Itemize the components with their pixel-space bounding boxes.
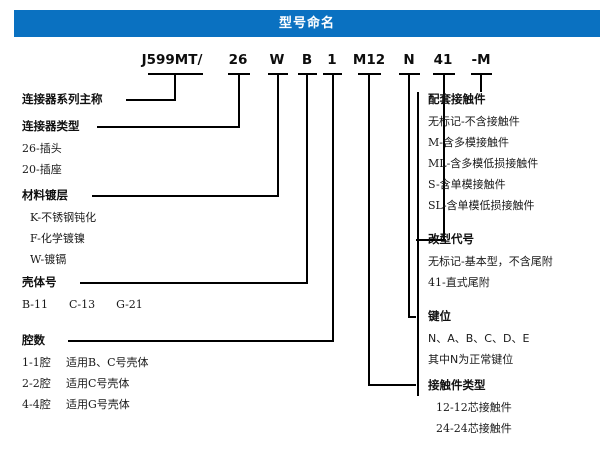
- right-block-contacts-line-0: 无标记-不含接触件: [428, 115, 520, 128]
- left-block-cavity-row-0: 1-1腔 适用B、C号壳体: [22, 352, 149, 373]
- cavity-code-2: 4-4腔: [22, 398, 51, 411]
- page-title: 型号命名: [278, 16, 335, 31]
- right-block-contacts-line-3: S-含单模接触件: [428, 178, 506, 191]
- right-block-variant-line-1: 41-直式尾附: [428, 276, 490, 289]
- left-block-plating: 材料镀层 K-不锈钢钝化 F-化学镀镍 W-镀镉: [22, 188, 96, 270]
- left-block-type-line-0: 26-插头: [22, 142, 62, 155]
- cavity-desc-0: 适用B、C号壳体: [66, 356, 149, 369]
- cavity-code-0: 1-1腔: [22, 356, 51, 369]
- code-segment-8: -M: [471, 52, 491, 68]
- right-block-contact-type-line-1: 24-24芯接触件: [436, 422, 512, 435]
- right-block-contact-type-heading: 接触件类型: [428, 378, 486, 392]
- code-segment-0: J599MT/: [141, 52, 203, 68]
- right-block-contact-type-line-0: 12-12芯接触件: [436, 401, 512, 414]
- code-segment-4: 1: [327, 52, 337, 68]
- left-block-shell-codes: B-11 C-13 G-21: [22, 298, 143, 311]
- left-block-plating-heading: 材料镀层: [22, 188, 68, 202]
- code-segment-3: B: [301, 52, 313, 68]
- left-block-type: 连接器类型 26-插头 20-插座: [22, 119, 80, 180]
- left-block-cavity-row-2: 4-4腔 适用G号壳体: [22, 394, 149, 415]
- right-block-contacts-heading: 配套接触件: [428, 92, 486, 106]
- left-block-cavity: 腔数 1-1腔 适用B、C号壳体 2-2腔 适用C号壳体 4-4腔 适用G号壳体: [22, 333, 149, 415]
- code-segment-7: 41: [433, 52, 453, 68]
- right-block-keying-heading: 键位: [428, 309, 451, 323]
- left-block-series: 连接器系列主称: [22, 92, 103, 106]
- right-block-variant-line-0: 无标记-基本型，不含尾附: [428, 255, 553, 268]
- right-block-contacts-line-1: M-含多模接触件: [428, 136, 509, 149]
- cavity-desc-2: 适用G号壳体: [66, 398, 130, 411]
- left-block-type-line-1: 20-插座: [22, 163, 62, 176]
- code-segment-1: 26: [228, 52, 248, 68]
- code-segment-5: M12: [352, 52, 386, 68]
- title-bar: 型号命名: [14, 10, 600, 37]
- left-block-plating-line-2: W-镀镉: [30, 253, 67, 266]
- left-block-cavity-row-1: 2-2腔 适用C号壳体: [22, 373, 149, 394]
- left-block-shell-heading: 壳体号: [22, 275, 57, 289]
- right-block-contact-type: 接触件类型 12-12芯接触件 24-24芯接触件: [428, 378, 512, 439]
- right-block-keying: 键位 N、A、B、C、D、E 其中N为正常键位: [428, 309, 529, 370]
- right-block-variant-heading: 改型代号: [428, 232, 474, 246]
- right-block-keying-line-1: 其中N为正常键位: [428, 353, 514, 366]
- right-block-contacts-line-2: ML-含多模低损接触件: [428, 157, 539, 170]
- left-block-plating-line-1: F-化学镀镍: [30, 232, 85, 245]
- cavity-desc-1: 适用C号壳体: [66, 377, 130, 390]
- left-block-cavity-heading: 腔数: [22, 333, 45, 347]
- left-block-series-heading: 连接器系列主称: [22, 92, 103, 106]
- left-block-shell: 壳体号 B-11 C-13 G-21: [22, 275, 143, 315]
- code-segment-2: W: [269, 52, 285, 68]
- left-block-type-heading: 连接器类型: [22, 119, 80, 133]
- right-block-variant: 改型代号 无标记-基本型，不含尾附 41-直式尾附: [428, 232, 553, 293]
- code-segment-6: N: [403, 52, 415, 68]
- right-block-keying-line-0: N、A、B、C、D、E: [428, 332, 530, 345]
- right-block-contacts: 配套接触件 无标记-不含接触件 M-含多模接触件 ML-含多模低损接触件 S-含…: [428, 92, 538, 216]
- right-block-contacts-line-4: SL-含单模低损接触件: [428, 199, 535, 212]
- left-block-plating-line-0: K-不锈钢钝化: [30, 211, 97, 224]
- model-code-row: J599MT/ 26 W B 1 M12 N 41 -M: [0, 52, 616, 70]
- cavity-code-1: 2-2腔: [22, 377, 51, 390]
